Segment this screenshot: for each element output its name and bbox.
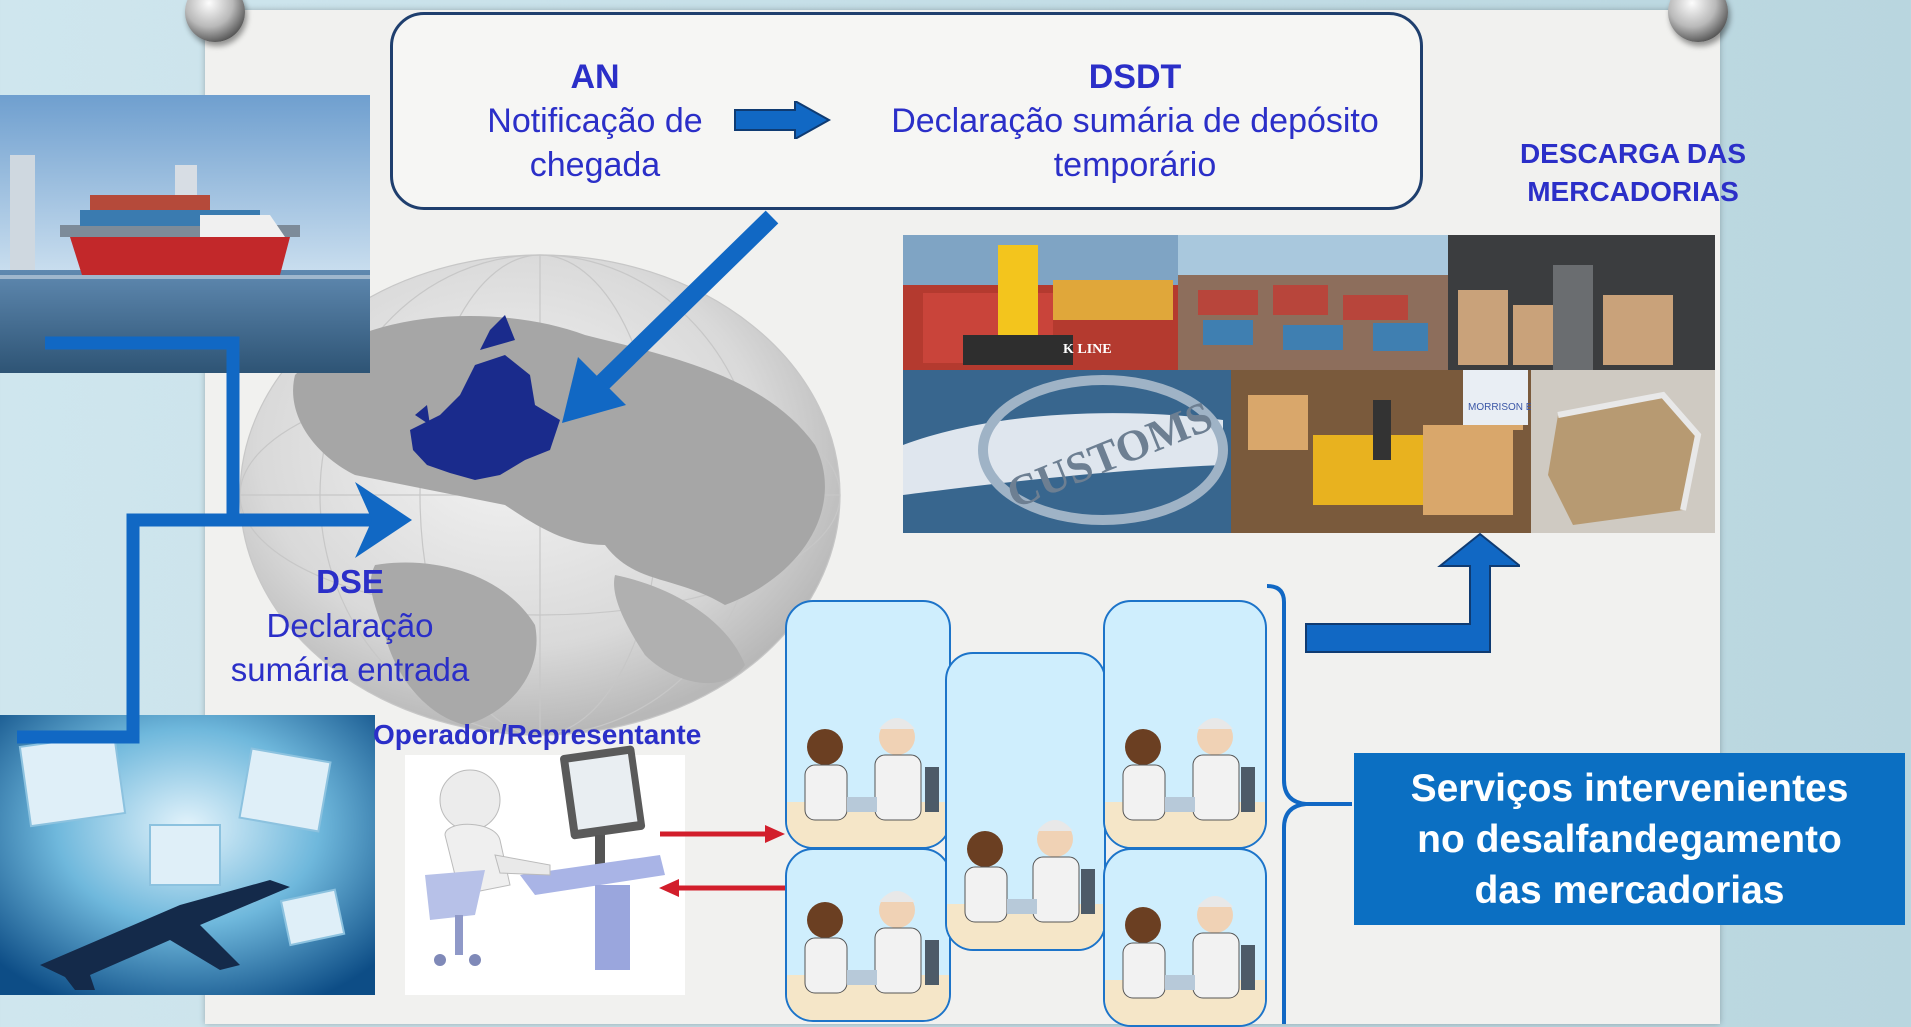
red-arrows [659,825,785,897]
dsdt-code: DSDT [1088,58,1182,96]
ship-photo [0,95,370,373]
operator-at-computer-illustration [425,745,665,970]
arrow-down-left-icon [562,210,779,423]
an-code: AN [570,58,620,96]
container-text: K LINE [1063,342,1112,357]
an-line2: chegada [529,146,661,184]
scientists-illustration [787,718,949,847]
operator-label: Operador/Representante [373,719,702,750]
an-line1: Notificação de [487,102,703,140]
cargo-photo-collage: K LINE CUSTOMS MORRISON EXPRESS [903,235,1715,533]
services-line1: Serviços intervenientes [1410,766,1849,810]
dsdt-line2: temporário [1053,146,1217,184]
service-panel [785,848,951,1022]
connector-lines [17,336,412,744]
dse-code: DSE [316,563,384,600]
services-line2: no desalfandegamento [1417,817,1842,861]
descarga-line2: MERCADORIAS [1527,176,1739,207]
airplane-photo [0,715,375,995]
services-label: Serviços intervenientes no desalfandegam… [1354,753,1905,925]
dse-line1: Declaração [266,607,434,644]
company-text: MORRISON EXPRESS [1468,402,1573,413]
services-line3: das mercadorias [1474,868,1785,912]
right-brace [1266,584,1352,1024]
service-panel [1103,848,1267,1027]
scientists-illustration [787,891,949,1020]
declarations-box [390,12,1423,210]
dsdt-line1: Declaração sumária de depósito [891,102,1379,140]
descarga-label: DESCARGA DAS MERCADORIAS [1478,135,1788,211]
eu-map-icon [410,355,560,480]
an-block: AN Notificação de chegada [455,55,735,187]
descarga-line1: DESCARGA DAS [1519,138,1747,169]
scientists-illustration [947,820,1104,949]
globe-map [239,254,841,736]
dse-block: DSE Declaração sumária entrada [210,560,490,692]
scientists-illustration [1105,896,1265,1025]
service-panel [785,600,951,849]
arrow-right-icon [734,101,832,139]
dse-line2: sumária entrada [230,651,470,688]
dsdt-block: DSDT Declaração sumária de depósito temp… [855,55,1415,187]
scientists-illustration [1105,718,1265,847]
service-panel [1103,600,1267,849]
arrow-up-elbow-icon [1305,532,1520,653]
service-panel [945,652,1106,951]
